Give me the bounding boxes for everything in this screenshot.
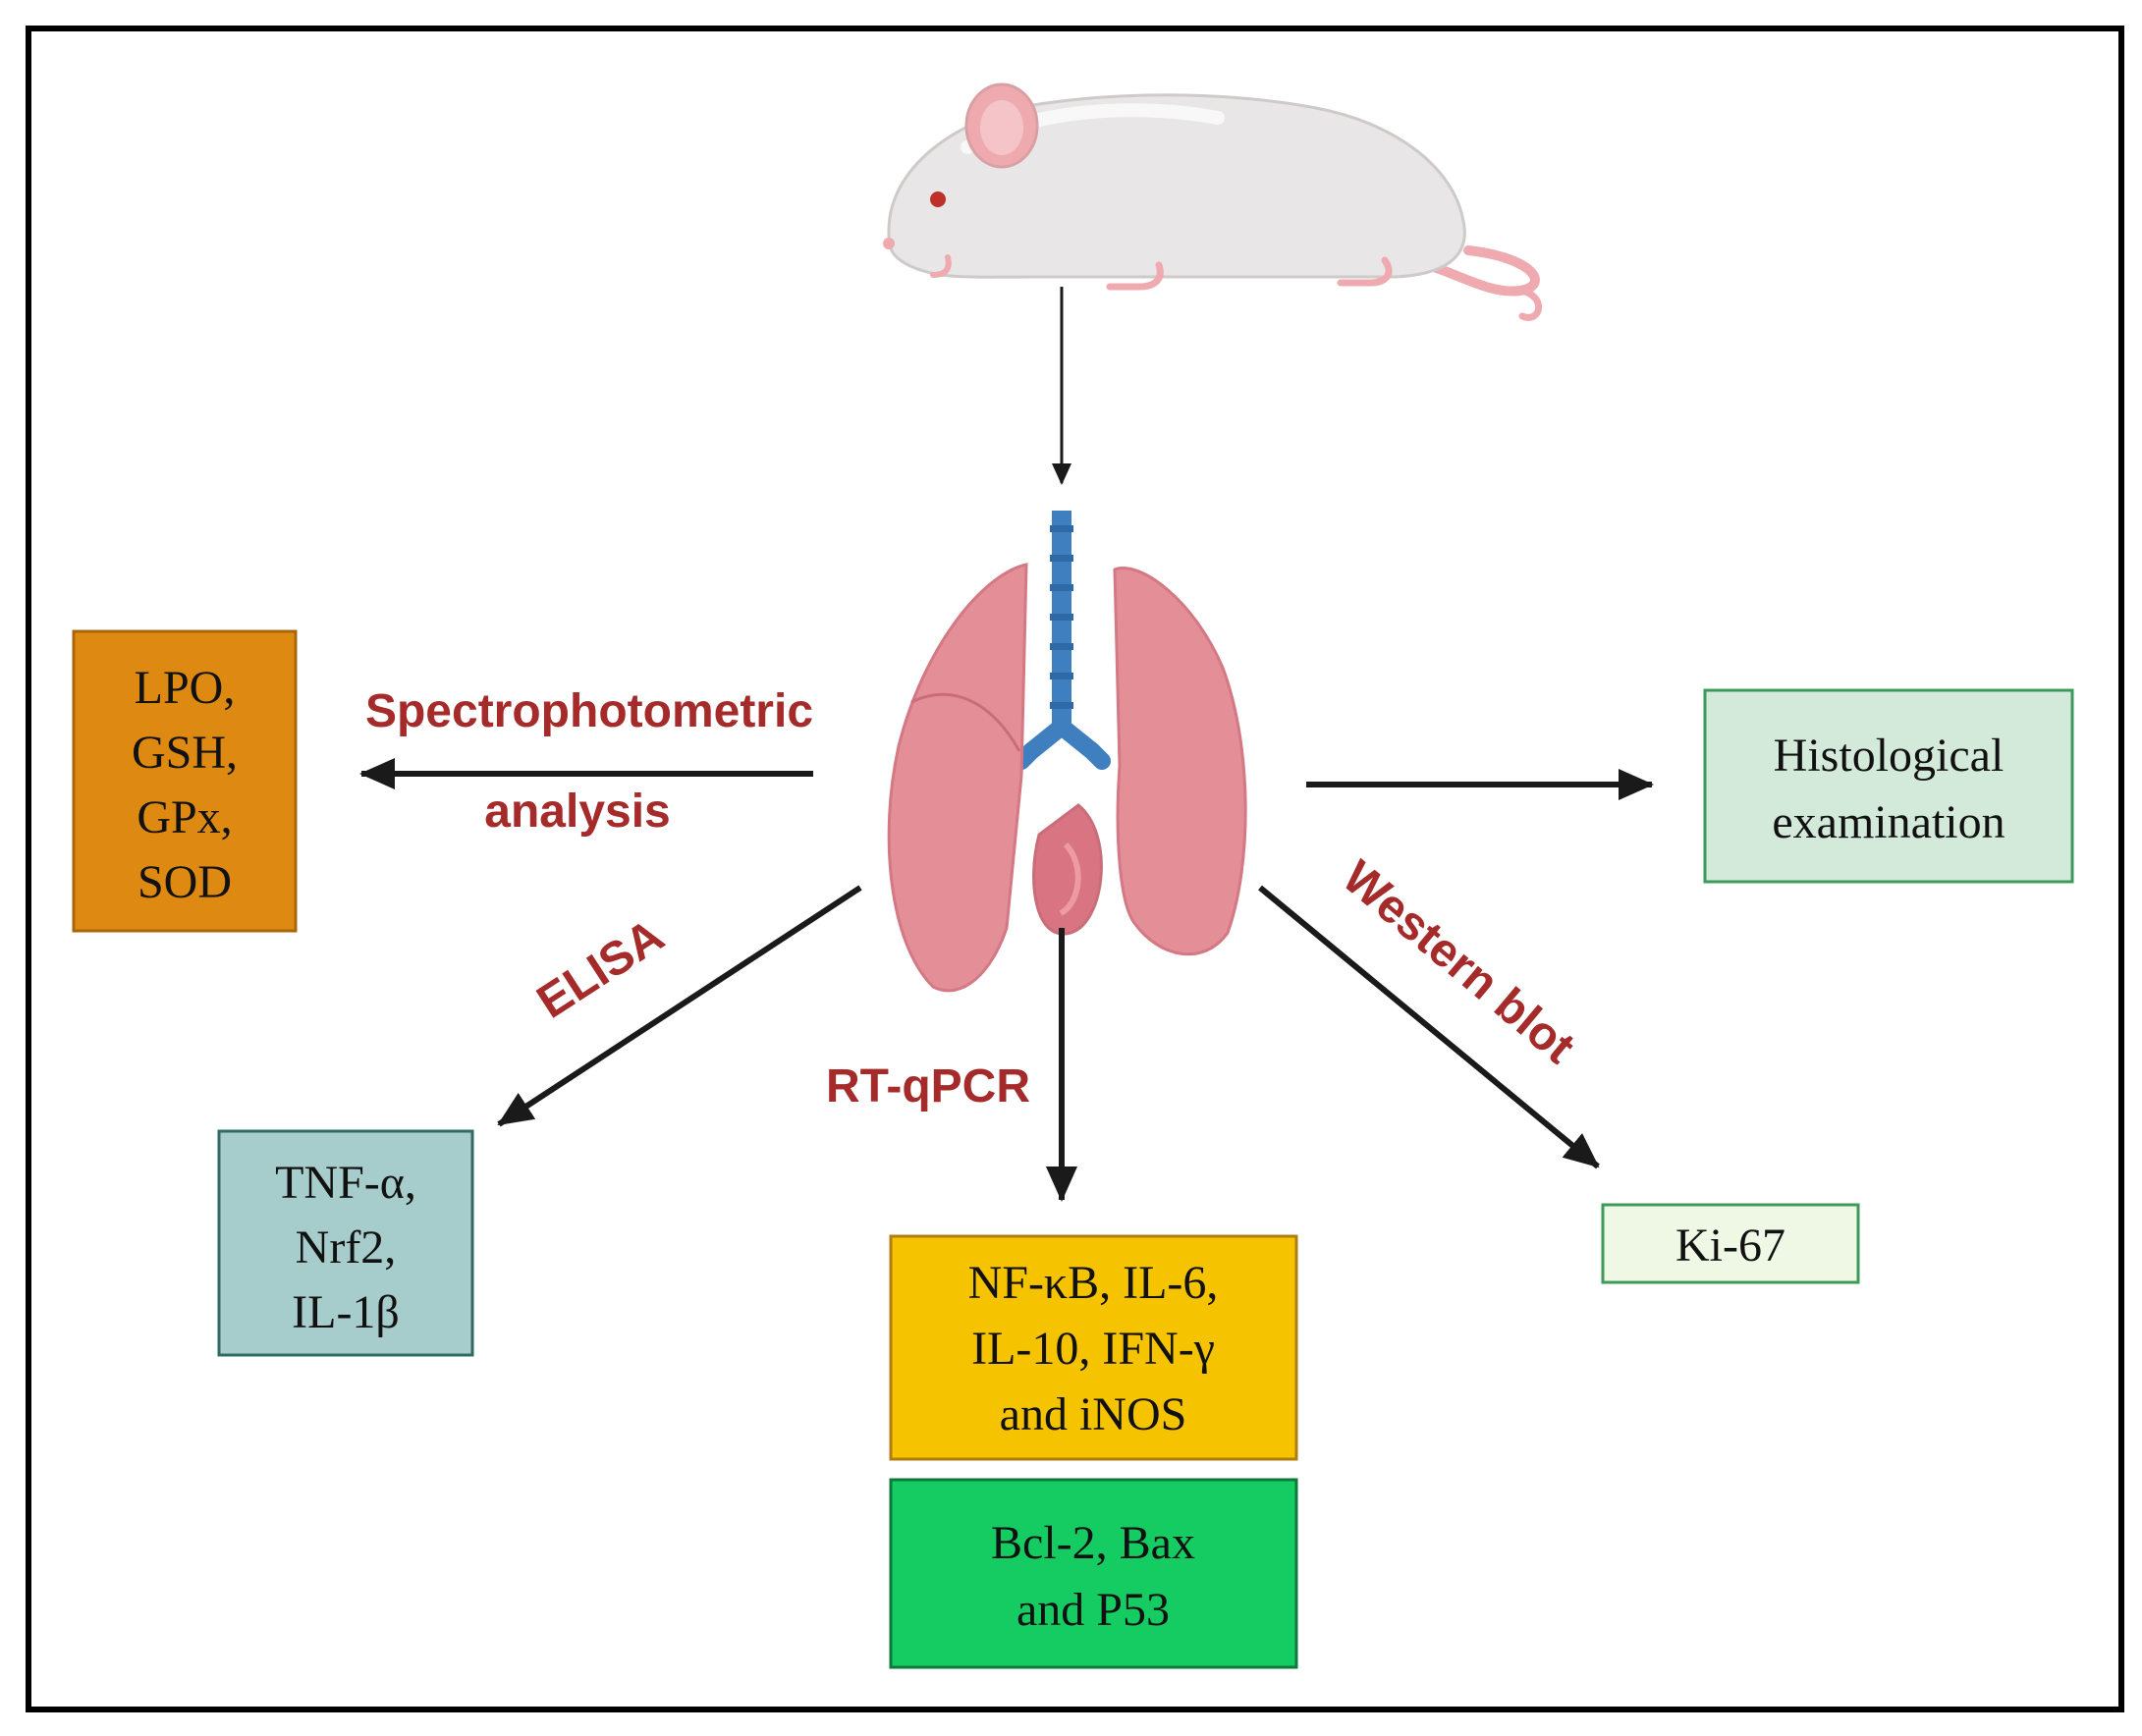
box-apoptosis-line: Bcl-2, Bax bbox=[991, 1517, 1195, 1569]
box-inflammatory-line: NF-κB, IL-6, bbox=[968, 1257, 1219, 1309]
box-inflammatory-line: and iNOS bbox=[1000, 1388, 1187, 1440]
box-histology-line: examination bbox=[1772, 796, 2005, 848]
box-elisa-line: TNF-α, bbox=[275, 1157, 416, 1209]
box-elisa-line: Nrf2, bbox=[296, 1221, 397, 1274]
box-elisa-line: IL-1β bbox=[292, 1286, 400, 1338]
box-oxidative-line: LPO, bbox=[135, 662, 236, 714]
box-oxidative-line: GPx, bbox=[137, 791, 232, 843]
box-oxidative-line: SOD bbox=[137, 856, 232, 908]
arrow-western bbox=[1258, 885, 1600, 1169]
method-spectro-line1: Spectrophotometric bbox=[365, 685, 813, 737]
lungs-icon bbox=[887, 511, 1247, 993]
arrow-elisa bbox=[497, 885, 862, 1127]
box-inflammatory-genes: NF-κB, IL-6, IL-10, IFN-γ and iNOS bbox=[889, 1234, 1298, 1461]
box-histology-line: Histological bbox=[1774, 730, 2005, 782]
box-apoptosis-line: and P53 bbox=[1016, 1584, 1170, 1636]
box-oxidative-markers: LPO, GSH, GPx, SOD bbox=[72, 629, 298, 933]
box-apoptosis-genes: Bcl-2, Bax and P53 bbox=[889, 1478, 1298, 1669]
box-elisa-markers: TNF-α, Nrf2, IL-1β bbox=[217, 1129, 474, 1357]
method-western: Western blot bbox=[1333, 851, 1584, 1074]
box-ki67-line: Ki-67 bbox=[1675, 1220, 1785, 1272]
box-ki67: Ki-67 bbox=[1601, 1203, 1860, 1284]
method-elisa: ELISA bbox=[528, 909, 673, 1028]
method-spectro-line2: analysis bbox=[484, 786, 670, 838]
figure-frame bbox=[26, 26, 2124, 1712]
rat-icon bbox=[883, 82, 1543, 321]
method-rtqpcr: RT-qPCR bbox=[826, 1060, 1030, 1112]
box-histology: Histological examination bbox=[1703, 688, 2074, 884]
box-inflammatory-line: IL-10, IFN-γ bbox=[971, 1323, 1215, 1375]
box-oxidative-line: GSH, bbox=[132, 727, 238, 779]
